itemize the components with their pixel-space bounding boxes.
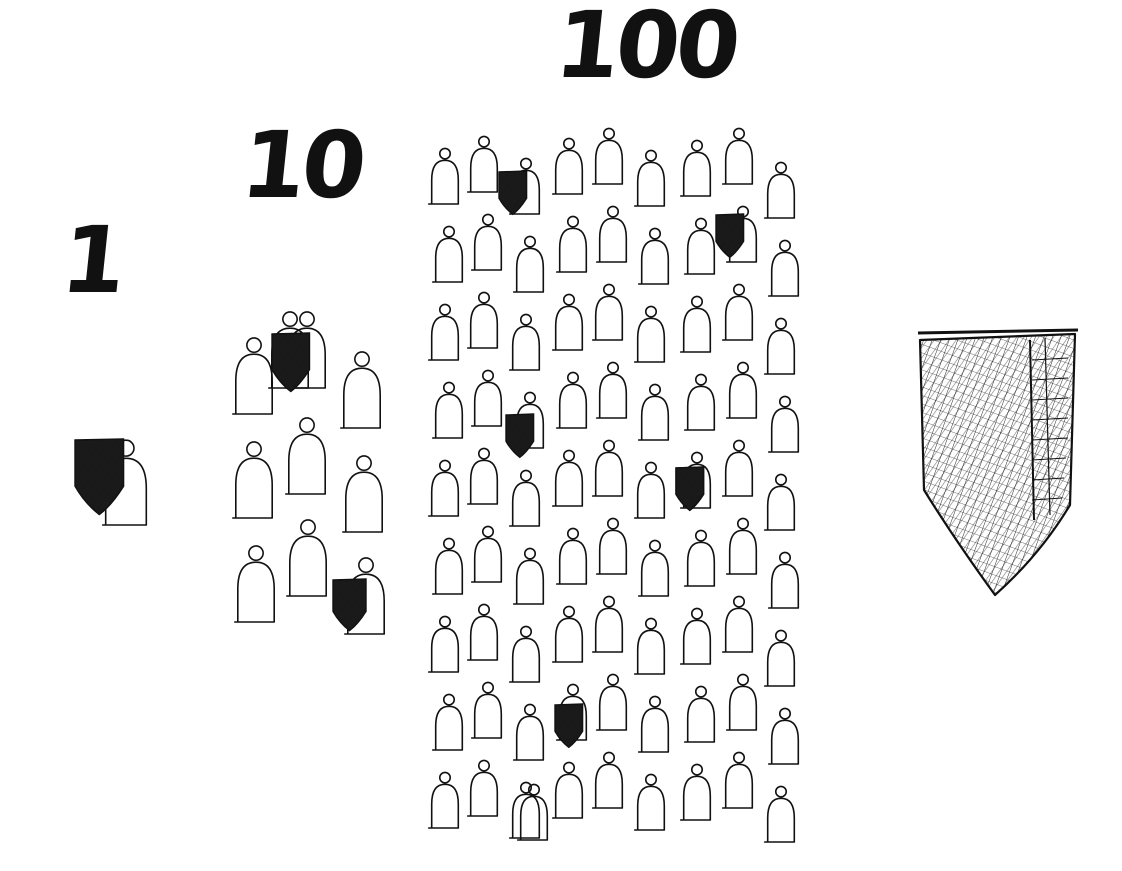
group-hundred-people: [427, 127, 800, 843]
person-icon: [763, 629, 796, 687]
person-icon: [551, 137, 584, 195]
person-icon: [767, 239, 800, 297]
group-ten-people: [232, 311, 385, 635]
person-icon: [431, 225, 464, 283]
person-icon: [763, 161, 796, 219]
person-icon: [466, 135, 499, 193]
person-icon: [721, 595, 754, 653]
person-icon: [427, 771, 460, 829]
person-icon: [427, 459, 460, 517]
shield-icon: [554, 703, 584, 749]
person-icon: [551, 293, 584, 351]
person-icon: [555, 527, 588, 585]
person-icon: [431, 381, 464, 439]
person-icon: [286, 519, 327, 597]
person-icon: [591, 439, 624, 497]
person-icon: [725, 517, 758, 575]
person-icon: [595, 517, 628, 575]
person-icon: [633, 305, 666, 363]
person-icon: [470, 213, 503, 271]
person-icon: [637, 695, 670, 753]
person-icon: [591, 595, 624, 653]
person-icon: [555, 215, 588, 273]
shield-icon: [505, 413, 535, 459]
large-shield-icon: [917, 328, 1079, 597]
shield-icon: [271, 332, 311, 393]
person-icon: [512, 703, 545, 761]
person-icon: [466, 603, 499, 661]
person-icon: [721, 127, 754, 185]
shield-icon: [74, 438, 125, 516]
person-icon: [767, 395, 800, 453]
person-icon: [591, 127, 624, 185]
shield-icon: [715, 213, 745, 259]
person-icon: [595, 361, 628, 419]
person-icon: [427, 303, 460, 361]
person-icon: [516, 783, 549, 841]
person-icon: [633, 149, 666, 207]
person-icon: [427, 615, 460, 673]
person-icon: [551, 761, 584, 819]
person-icon: [591, 283, 624, 341]
person-icon: [591, 751, 624, 809]
person-icon: [466, 447, 499, 505]
person-icon: [633, 617, 666, 675]
person-icon: [679, 295, 712, 353]
person-icon: [725, 361, 758, 419]
person-icon: [633, 773, 666, 831]
person-icon: [232, 337, 273, 415]
person-icon: [551, 605, 584, 663]
person-icon: [234, 545, 275, 623]
person-icon: [767, 551, 800, 609]
person-icon: [721, 283, 754, 341]
person-icon: [725, 673, 758, 731]
person-icon: [763, 317, 796, 375]
person-icon: [683, 217, 716, 275]
shield-icon: [675, 466, 705, 512]
person-icon: [595, 673, 628, 731]
person-icon: [721, 751, 754, 809]
person-icon: [721, 439, 754, 497]
person-icon: [466, 759, 499, 817]
person-icon: [679, 139, 712, 197]
person-icon: [679, 763, 712, 821]
person-icon: [470, 525, 503, 583]
person-icon: [637, 383, 670, 441]
person-icon: [512, 235, 545, 293]
person-icon: [637, 227, 670, 285]
person-icon: [340, 351, 381, 429]
person-icon: [427, 147, 460, 205]
shield-icon: [498, 170, 528, 216]
shield-icon: [332, 578, 367, 632]
person-icon: [555, 371, 588, 429]
person-icon: [683, 685, 716, 743]
person-icon: [470, 681, 503, 739]
person-icon: [683, 529, 716, 587]
person-icon: [508, 313, 541, 371]
person-icon: [767, 707, 800, 765]
person-icon: [763, 473, 796, 531]
person-icon: [633, 461, 666, 519]
person-icon: [551, 449, 584, 507]
person-icon: [512, 547, 545, 605]
person-icon: [763, 785, 796, 843]
person-icon: [683, 373, 716, 431]
person-icon: [508, 469, 541, 527]
person-icon: [285, 417, 326, 495]
person-icon: [466, 291, 499, 349]
person-icon: [508, 625, 541, 683]
person-icon: [431, 537, 464, 595]
person-icon: [637, 539, 670, 597]
person-icon: [431, 693, 464, 751]
person-icon: [595, 205, 628, 263]
person-icon: [508, 781, 541, 839]
person-icon: [232, 441, 273, 519]
person-icon: [679, 607, 712, 665]
person-icon: [342, 455, 383, 533]
person-icon: [470, 369, 503, 427]
group-single-person: [74, 438, 148, 526]
